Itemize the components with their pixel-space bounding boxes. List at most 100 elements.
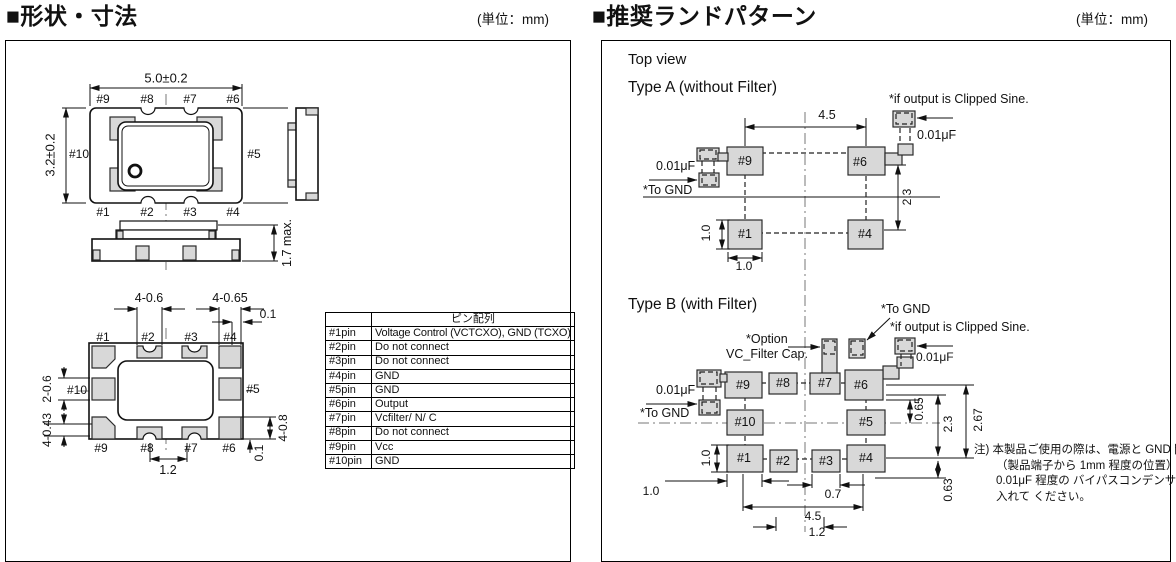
dim-label: 1.2 — [159, 462, 177, 477]
pin-label: #4 — [226, 205, 240, 219]
pad-label: #4 — [859, 450, 873, 465]
pin-label: #9 — [94, 441, 108, 455]
pin-function: Output — [371, 397, 575, 413]
pin-label: #6 — [226, 92, 240, 106]
type-b-heading: Type B (with Filter) — [628, 296, 758, 313]
pin-label: #7 — [183, 92, 197, 106]
pad-label: #2 — [776, 453, 790, 468]
to-gnd-note: *To GND — [643, 183, 693, 197]
pin-label: #8 — [140, 441, 154, 455]
pad-label: #5 — [859, 414, 873, 429]
pin-table-header: ピン配列 — [371, 311, 575, 328]
pin-label: #2 — [140, 205, 154, 219]
right-section-title: ■推奨ランドパターン — [592, 3, 817, 29]
pin-label: #3 — [184, 330, 198, 344]
pin-number: #6pin — [325, 397, 372, 413]
pad-label: #3 — [819, 453, 833, 468]
left-unit-label: (単位：mm) — [477, 12, 549, 27]
pad-label: #9 — [738, 153, 752, 168]
vc-filter-cap-note: VC_Filter Cap. — [726, 347, 808, 361]
pin-function: Vcfilter/ N/ C — [371, 411, 575, 427]
pin-function: Voltage Control (VCTCXO), GND (TCXO) — [371, 326, 575, 342]
dim-label: 2-0.6 — [40, 375, 54, 403]
left-panel-frame — [5, 40, 571, 562]
pad-label: #7 — [818, 375, 832, 390]
pin-label: #7 — [184, 441, 198, 455]
cap-value-label: 0.01μF — [656, 383, 696, 397]
dim-label: 2.67 — [971, 408, 985, 432]
pin-label: #8 — [140, 92, 154, 106]
dim-label: 0.7 — [824, 487, 842, 501]
dim-label: 2.3 — [900, 188, 914, 206]
pad-label: #10 — [734, 414, 756, 429]
clipped-sine-note: *if output is Clipped Sine. — [889, 92, 1029, 106]
dim-label: 0.1 — [259, 307, 277, 321]
dim-label: 0.1 — [252, 444, 266, 462]
pin-number: #2pin — [325, 340, 372, 356]
cap-value-label: 0.01μF — [917, 128, 957, 142]
pin-number: #5pin — [325, 382, 372, 399]
pin-label: #3 — [183, 205, 197, 219]
clipped-sine-note: *if output is Clipped Sine. — [890, 320, 1030, 334]
pad-label: #6 — [853, 154, 867, 169]
dim-label: 2.3 — [941, 415, 955, 433]
pin-function: GND — [371, 368, 575, 384]
cap-value-label: 0.01μF — [916, 350, 954, 364]
pin-number: #10pin — [325, 453, 372, 470]
dim-label: 1.0 — [699, 224, 713, 242]
note-text: 本製品ご使用の際は、電源と GND 間（製品端子から 1mm 程度の位置）に 0… — [992, 444, 1176, 503]
pin-number: #1pin — [325, 326, 372, 342]
pin-function: Vcc — [371, 439, 575, 455]
pin-label: #10 — [66, 383, 88, 397]
dim-label: 4.5 — [818, 107, 836, 122]
pin-number: #3pin — [325, 354, 372, 370]
dim-label: 4-0.6 — [134, 290, 164, 305]
pin-label: #5 — [247, 147, 261, 161]
pin-label: #10 — [68, 147, 90, 161]
right-unit-label: (単位：mm) — [1076, 12, 1148, 27]
pad-label: #6 — [854, 377, 868, 392]
pin-function: Do not connect — [371, 354, 575, 370]
dim-label: 1.2 — [808, 525, 826, 539]
dim-label: 0.65 — [912, 397, 926, 421]
dim-label: 1.0 — [642, 484, 660, 498]
right-panel-frame — [601, 40, 1171, 562]
dim-label: 4-0.65 — [212, 290, 248, 305]
left-section-title: ■形状・寸法 — [6, 3, 138, 29]
pad-label: #9 — [736, 377, 750, 392]
pad-label: #4 — [858, 226, 872, 241]
datasheet-page: { "left": { "title": "■形状・寸法", "unit": "… — [5, 3, 1176, 562]
pin-function: Do not connect — [371, 340, 575, 356]
dim-label: 4-0.8 — [276, 414, 290, 442]
pin-label: #5 — [246, 382, 260, 396]
dim-label: 4.5 — [804, 509, 822, 523]
dim-thickness-label: 1.7 max. — [279, 219, 294, 267]
dim-width-label: 5.0±0.2 — [144, 70, 188, 86]
pad-label: #8 — [776, 375, 790, 390]
pin-label: #9 — [96, 92, 110, 106]
dim-height-label: 3.2±0.2 — [42, 133, 58, 177]
type-a-heading: Type A (without Filter) — [628, 79, 778, 96]
pin-number: #4pin — [325, 368, 372, 384]
pin-number: #7pin — [325, 411, 372, 427]
cap-value-label: 0.01μF — [656, 159, 696, 173]
note-label: 注) — [974, 444, 990, 456]
pin-function: Do not connect — [371, 425, 575, 441]
dim-label: 1.0 — [735, 259, 753, 273]
pin-label: #2 — [141, 330, 155, 344]
pin-label: #6 — [222, 441, 236, 455]
option-note: *Option — [746, 332, 788, 346]
pin-label: #4 — [223, 330, 237, 344]
dim-label: 1.0 — [699, 449, 713, 467]
pin-number: #9pin — [325, 439, 372, 455]
pin-label: #1 — [96, 330, 110, 344]
pin-number: #8pin — [325, 425, 372, 441]
to-gnd-note: *To GND — [881, 302, 931, 316]
top-view-heading: Top view — [628, 51, 687, 68]
pin-function: GND — [371, 382, 575, 399]
dim-label: 4-0.43 — [40, 412, 54, 448]
pin-label: #1 — [96, 205, 110, 219]
pad-label: #1 — [738, 226, 752, 241]
bypass-capacitor-note: 注) 本製品ご使用の際は、電源と GND 間（製品端子から 1mm 程度の位置）… — [974, 443, 1176, 505]
